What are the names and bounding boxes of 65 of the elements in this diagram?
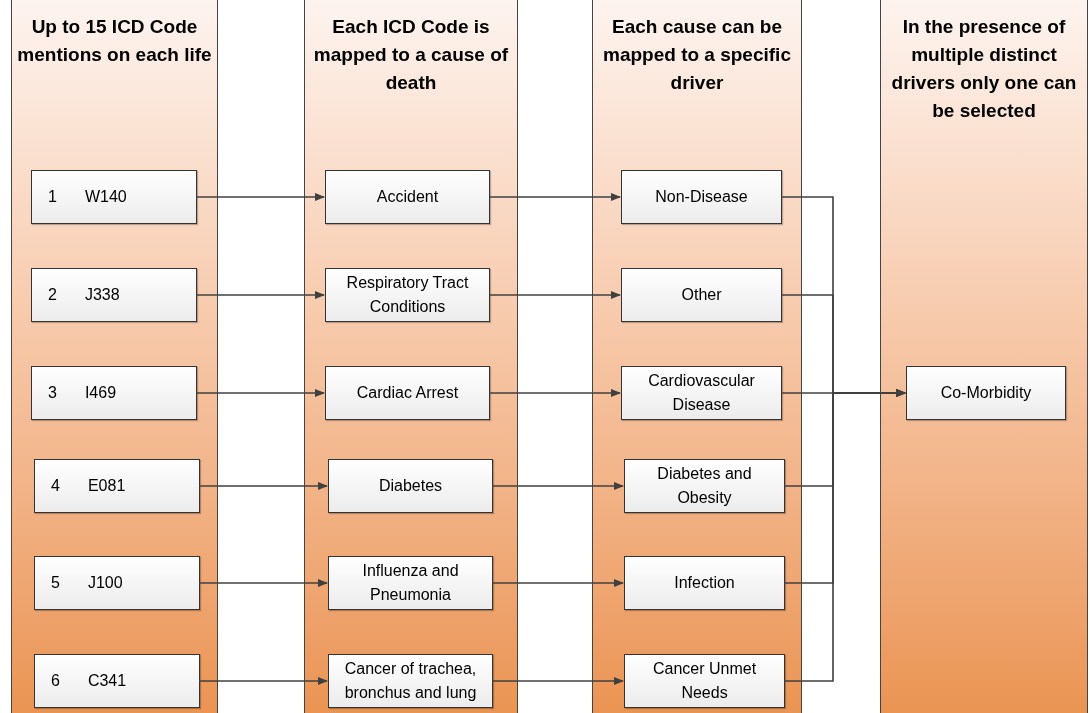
arrow: [198, 677, 328, 685]
box-text: Cardiovascular Disease: [647, 371, 756, 415]
arrow: [488, 389, 621, 397]
process-box: [31, 366, 197, 420]
column-heading: Up to 15 ICD Code mentions on each life: [16, 15, 213, 67]
row-number: 6: [51, 671, 60, 691]
arrow: [198, 482, 328, 490]
box-text: Co-Morbidity: [940, 383, 1032, 403]
row-number: 1: [48, 187, 57, 207]
row-number: 3: [48, 383, 57, 403]
column-band: [304, 0, 518, 713]
process-box: [31, 268, 197, 322]
process-box: [328, 459, 493, 513]
box-text: Diabetes: [378, 476, 443, 496]
column-band: [592, 0, 802, 713]
process-box: [624, 654, 785, 708]
column-band: [880, 0, 1088, 713]
process-box: [31, 170, 197, 224]
row-number: 2: [48, 285, 57, 305]
box-text: C341: [87, 671, 127, 691]
process-box: [328, 556, 493, 610]
arrow: [491, 579, 624, 587]
arrow: [195, 193, 325, 201]
arrow: [488, 291, 621, 299]
box-text: J338: [84, 285, 120, 305]
process-box: [34, 654, 200, 708]
arrow: [491, 482, 624, 490]
process-box: [34, 459, 200, 513]
process-box: [328, 654, 493, 708]
column-heading: Each cause can be mapped to a specific driver: [602, 15, 792, 95]
process-box: [624, 556, 785, 610]
box-text: Cardiac Arrest: [356, 383, 459, 403]
arrow: [488, 193, 621, 201]
box-text: Infection: [674, 573, 735, 593]
process-box: [621, 268, 782, 322]
process-box: [325, 268, 490, 322]
arrow: [783, 389, 906, 682]
process-box: [325, 170, 490, 224]
box-text: Diabetes and Obesity: [656, 464, 753, 508]
column-heading: In the presence of multiple distinct drivers only one can be selected: [890, 15, 1078, 123]
box-text: E081: [87, 476, 126, 496]
box-text: Influenza and Pneumonia: [361, 561, 460, 605]
arrow: [195, 291, 325, 299]
box-text: Cancer of trachea, bronchus and lung: [343, 659, 478, 703]
box-text: Cancer Unmet Needs: [651, 659, 758, 703]
arrow: [198, 579, 328, 587]
arrow: [195, 389, 325, 397]
column-band: [11, 0, 218, 713]
process-box: [621, 170, 782, 224]
process-box: [624, 459, 785, 513]
process-box: [621, 366, 782, 420]
box-text: Respiratory Tract Conditions: [345, 273, 470, 317]
process-box: [906, 366, 1066, 420]
process-box: [325, 366, 490, 420]
box-text: Other: [681, 285, 722, 305]
arrow: [491, 677, 624, 685]
box-text: Non-Disease: [655, 187, 748, 207]
box-text: J100: [87, 573, 123, 593]
box-text: W140: [84, 187, 127, 207]
process-box: [34, 556, 200, 610]
box-text: Accident: [376, 187, 439, 207]
box-text: I469: [84, 383, 117, 403]
column-heading: Each ICD Code is mapped to a cause of death: [312, 15, 510, 95]
row-number: 5: [51, 573, 60, 593]
row-number: 4: [51, 476, 60, 496]
